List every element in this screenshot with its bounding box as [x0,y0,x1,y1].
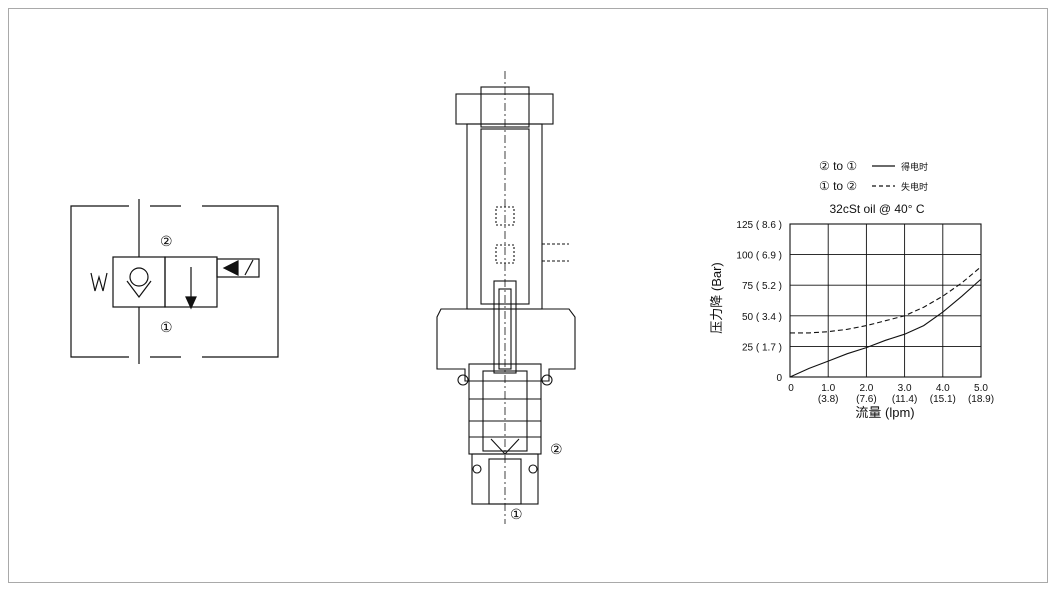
chart-series-line-solid [789,278,982,378]
section-lower-inner [482,370,528,452]
section-nose-bore [488,458,522,505]
chart-x-tick-sublabel: (11.4) [892,394,917,405]
chart-plot-frame [789,223,982,378]
legend-1-label: ② to ① [819,159,857,173]
drawing-frame: ② ① ② ① [8,8,1048,583]
chart-y-tick-label: 25 ( 1.7 ) [742,342,782,353]
pressure-drop-chart: 32cSt oil @ 40° C 0 25 ( 1.7 ) 50 ( 3.4 ) 7… [709,202,994,420]
hydraulic-symbol [70,199,279,364]
flow-arrowhead-icon [185,296,197,310]
check-ball-icon [129,267,149,287]
section-port-1-label: ① [510,506,523,522]
symbol-box-left [112,256,166,308]
chart-series-line-dashed [790,266,982,334]
chart-x-axis-label: 流量 (lpm) [855,405,914,420]
section-top-stem [480,86,530,128]
chart-x-tick-sublabel: (3.8) [818,394,839,405]
drawing-canvas: ② ① ② ① [70,71,994,524]
section-tube-inner [480,128,530,305]
solenoid-slash-icon [244,259,254,276]
solenoid-icon [216,258,260,278]
chart-x-tick-label: 5.0 [974,383,988,394]
legend-2-label: ① to ② [819,179,857,193]
chart-y-tick-label: 100 ( 6.9 ) [736,251,782,262]
section-oring-icon [541,374,553,386]
chart-x-ticks: 0 1.0(3.8) 2.0(7.6) 3.0(11.4) 4.0(15.1) 5.0(1… [788,383,994,405]
chart-x-tick-sublabel: (7.6) [856,394,877,405]
section-pin-inner [498,288,512,370]
chart-y-tick-label: 0 [776,373,782,384]
section-oring-icon [528,464,538,474]
symbol-envelope-right [202,205,279,358]
section-oring-icon [457,374,469,386]
chart-x-tick-sublabel: (15.1) [930,394,956,405]
chart-series [789,266,982,378]
solenoid-triangle-icon [222,260,239,276]
check-seat-icon [126,280,152,298]
chart-y-tick-label: 75 ( 5.2 ) [742,281,782,292]
chart-y-ticks: 0 25 ( 1.7 ) 50 ( 3.4 ) 75 ( 5.2 ) 100 ( 6.9… [736,220,782,384]
chart-x-tick-label: 2.0 [859,383,873,394]
section-spring-2 [495,244,515,264]
symbol-port-2-label: ② [160,233,173,249]
section-top-nut [455,93,554,125]
chart-grid [789,223,982,378]
chart-y-tick-label: 50 ( 3.4 ) [742,312,782,323]
chart-x-tick-label: 1.0 [821,383,835,394]
chart-x-tick-label: 0 [788,383,794,394]
legend-1-note: 得电时 [901,161,928,172]
section-flange [436,308,576,382]
chart-title: 32cSt oil @ 40° C [829,202,924,216]
section-oring-icon [472,464,482,474]
section-spring-1 [495,206,515,226]
chart-y-axis-label: 压力降 (Bar) [709,262,724,334]
spring-icon [90,272,108,292]
cartridge-section-view [436,71,576,524]
chart-legend: ② to ① 得电时 ① to ② 失电时 [819,159,928,193]
symbol-envelope-left [70,205,129,358]
legend-2-note: 失电时 [901,181,928,192]
chart-x-tick-label: 3.0 [898,383,912,394]
section-tube [466,123,543,310]
symbol-port-1-label: ① [160,319,173,335]
chart-y-tick-label: 125 ( 8.6 ) [736,220,782,231]
section-pin [493,280,517,374]
chart-x-tick-label: 4.0 [936,383,950,394]
chart-x-tick-sublabel: (18.9) [968,394,994,405]
section-port-2-label: ② [550,441,563,457]
